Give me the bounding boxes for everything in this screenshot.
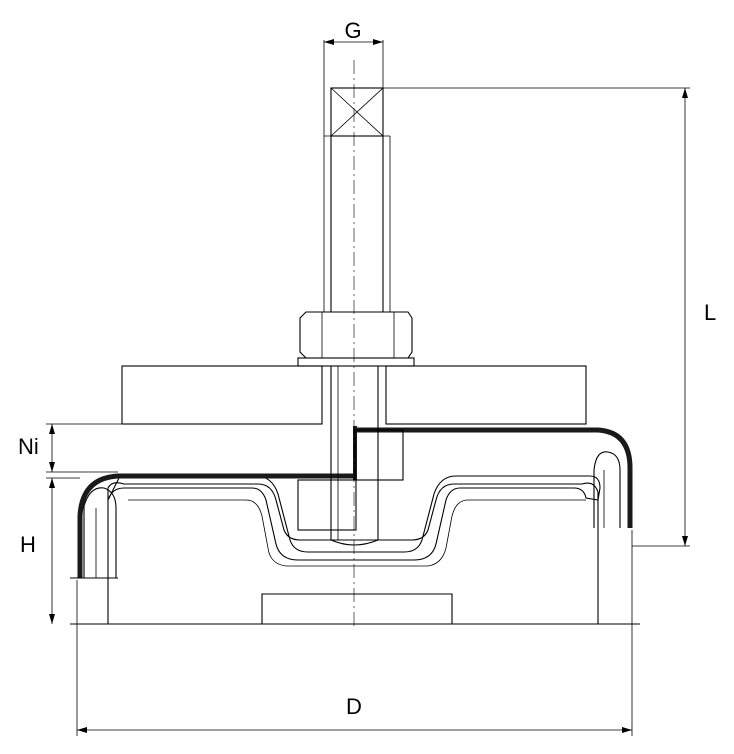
dimension-d-label: D [346, 694, 362, 719]
inner-plate [107, 475, 601, 561]
dimension-l-label: L [704, 300, 716, 325]
dimension-ni-label: Ni [18, 434, 39, 459]
hex-nut [297, 311, 415, 367]
dimension-g-label: G [344, 18, 361, 43]
dimension-l: L [383, 87, 716, 547]
dimension-h-label: H [20, 532, 36, 557]
threaded-bushing [297, 429, 404, 531]
dimension-ni: Ni [18, 423, 322, 473]
dimension-d: D [76, 530, 633, 736]
outer-shell [70, 426, 633, 579]
dimension-h: H [20, 477, 80, 624]
rubber-body [70, 482, 640, 625]
dimension-g: G [323, 18, 384, 136]
